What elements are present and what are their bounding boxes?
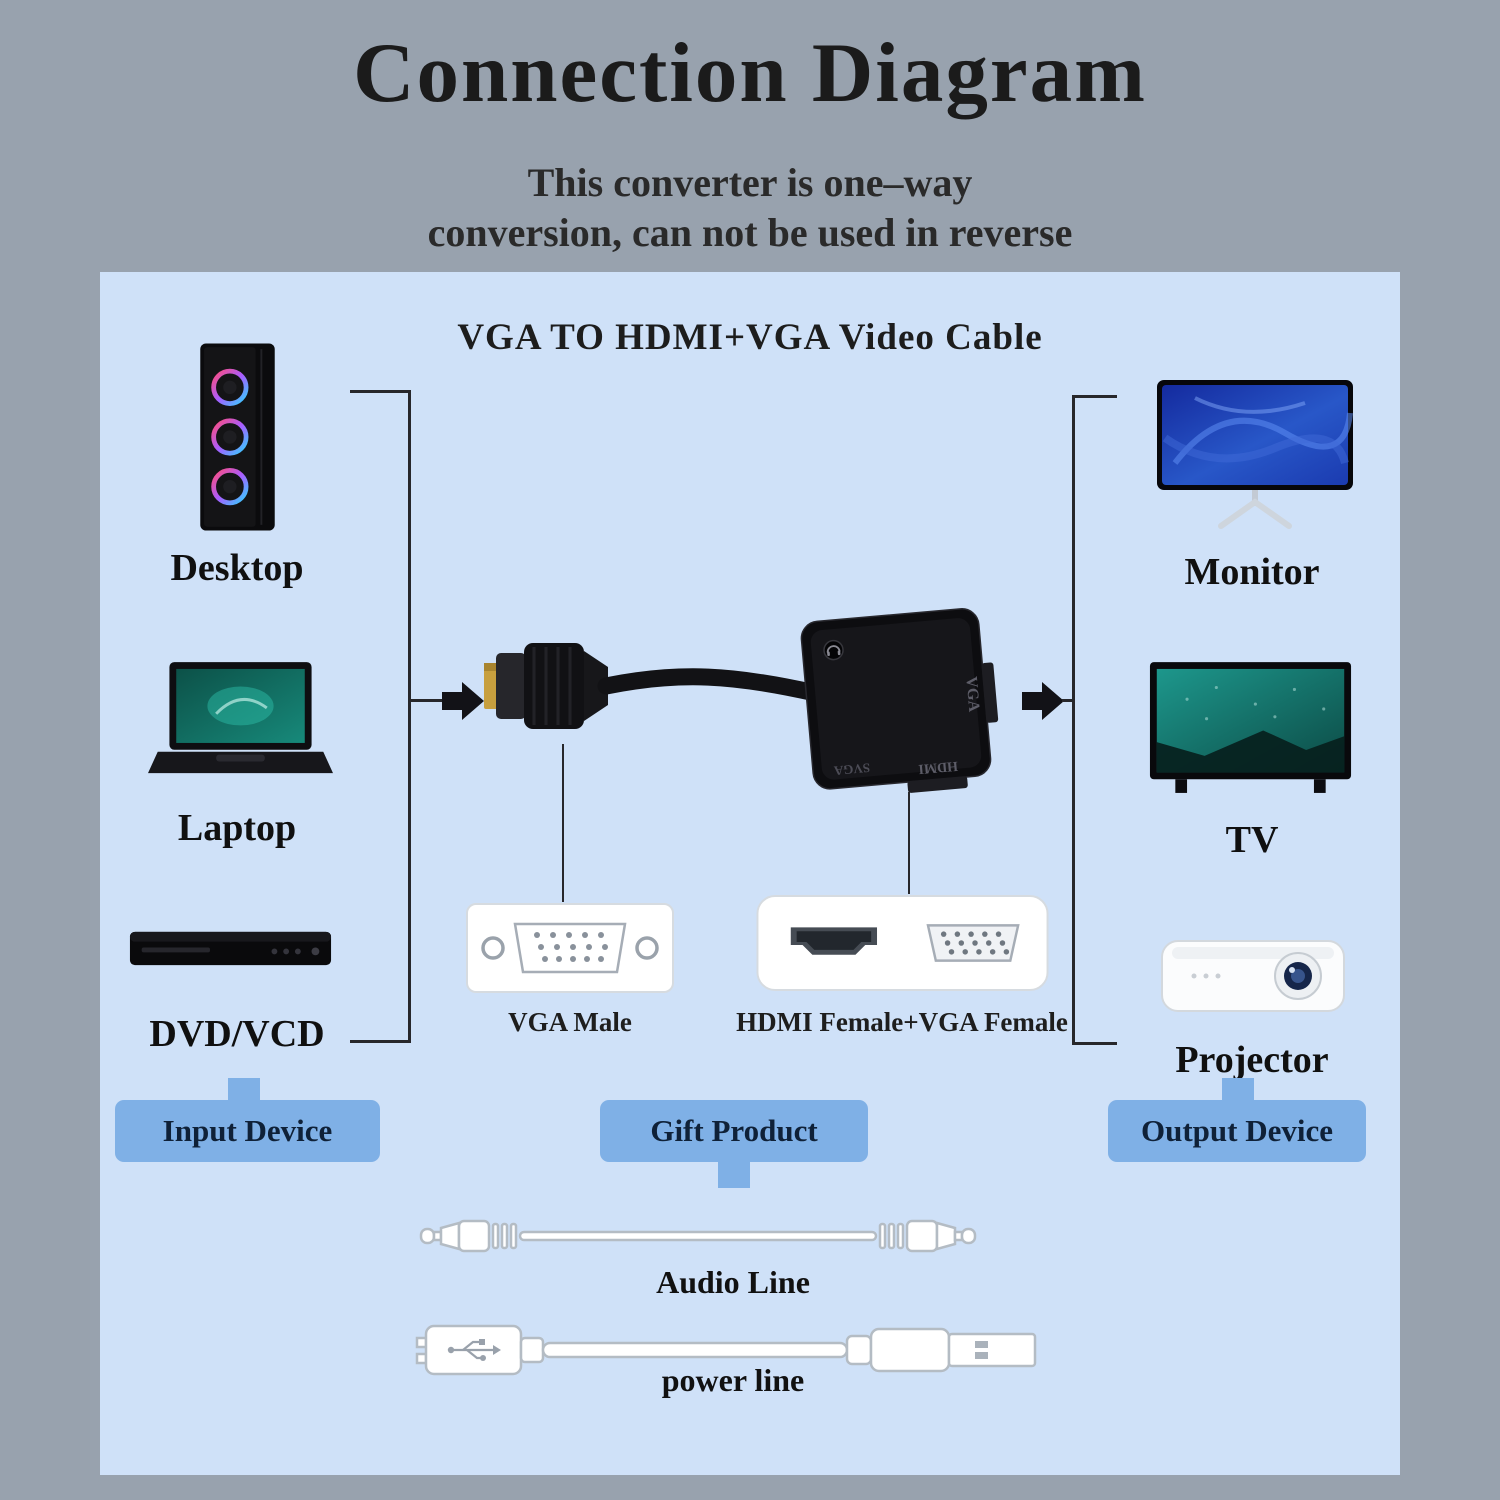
dvd-player-illustration (129, 931, 332, 966)
input-badge-tab (228, 1078, 260, 1104)
input-device-badge: Input Device (115, 1100, 380, 1162)
audio-cable-illustration (419, 1219, 977, 1253)
page-subtitle-line2: conversion, can not be used in reverse (427, 210, 1073, 255)
gift-badge-tab (718, 1160, 750, 1188)
arrow-right-icon-input (442, 682, 484, 720)
output-bracket-stub-monitor (1072, 395, 1117, 398)
hdmi-vga-female-illustration (756, 894, 1049, 992)
page-subtitle-line1: This converter is one–way (527, 160, 973, 205)
monitor-label: Monitor (1184, 551, 1320, 593)
tv-illustration (1149, 662, 1352, 793)
diagram-panel: VGA TO HDMI+VGA Video Cable Desktop (100, 272, 1400, 1475)
converter-cable-illustration: VGA HDMI SVGA (484, 608, 999, 793)
adapter-vga-port-label: VGA (962, 676, 982, 713)
projector-label: Projector (1175, 1039, 1329, 1081)
input-bracket-stub-dvd (350, 1040, 408, 1043)
adapter-box: VGA HDMI SVGA (800, 608, 999, 793)
power-line-label: power line (661, 1362, 805, 1398)
output-bracket-stub-tv (1062, 699, 1075, 702)
adapter-hdmi-port-label: HDMI (918, 758, 959, 776)
page-title: Connection Diagram (353, 26, 1147, 120)
power-cable-illustration (415, 1324, 1037, 1376)
arrow-right-icon-output (1022, 682, 1064, 720)
tv-label: TV (1225, 819, 1279, 861)
adapter-svga-port-label: SVGA (833, 760, 871, 778)
input-bracket-stub-desktop (350, 390, 408, 393)
usb-icon (447, 1339, 501, 1361)
output-bracket-stub-projector (1072, 1042, 1117, 1045)
dvd-label: DVD/VCD (149, 1013, 325, 1055)
panel-heading: VGA TO HDMI+VGA Video Cable (457, 317, 1043, 358)
desktop-tower-illustration (200, 343, 275, 531)
hdmi-vga-female-label: HDMI Female+VGA Female (736, 1007, 1068, 1037)
output-bracket-vertical (1072, 395, 1075, 1045)
vga-male-label: VGA Male (508, 1007, 632, 1037)
female-plate-callout-line (908, 792, 910, 894)
desktop-label: Desktop (170, 547, 304, 589)
laptop-label: Laptop (177, 807, 297, 849)
input-bracket-stub-laptop (408, 699, 442, 702)
projector-illustration (1161, 940, 1345, 1012)
output-badge-tab (1222, 1078, 1254, 1104)
audio-line-label: Audio Line (656, 1264, 810, 1300)
output-device-badge: Output Device (1108, 1100, 1366, 1162)
vga-male-connector-illustration (466, 903, 674, 993)
monitor-illustration (1157, 380, 1353, 529)
vga-male-callout-line (562, 744, 564, 902)
input-bracket-vertical (408, 390, 411, 1043)
headphone-icon (823, 639, 844, 661)
laptop-illustration (148, 662, 333, 774)
gift-product-badge: Gift Product (600, 1100, 868, 1162)
page-subtitle: This converter is one–way conversion, ca… (0, 158, 1500, 258)
